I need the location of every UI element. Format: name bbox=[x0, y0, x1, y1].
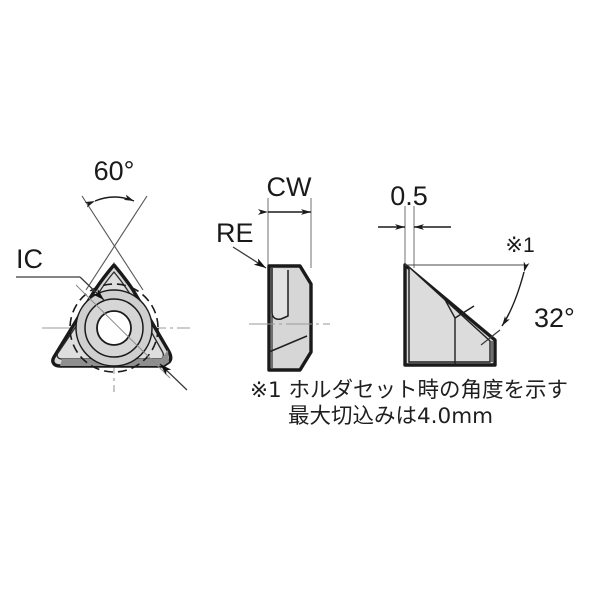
angle-dimension-60 bbox=[84, 194, 135, 208]
re-leader bbox=[232, 246, 267, 269]
note-line-1: ※1 ホルダセット時の角度を示す bbox=[250, 378, 568, 403]
side-facet-line bbox=[268, 335, 308, 353]
ic-label: IC bbox=[16, 244, 43, 274]
angle-60-label: 60° bbox=[94, 156, 135, 186]
angle-32-label: 32° bbox=[534, 303, 575, 333]
end-facet-line-a bbox=[442, 295, 456, 319]
cw-label: CW bbox=[267, 172, 312, 202]
ic-leader bbox=[16, 276, 105, 301]
re-label: RE bbox=[216, 218, 254, 248]
top-view-group: 60° IC bbox=[16, 156, 190, 392]
corner-radius-leader-top-view bbox=[159, 363, 188, 391]
angle-32-arc bbox=[501, 261, 530, 327]
note-line-2: 最大切込みは4.0mm bbox=[288, 404, 493, 429]
angle-32-leader bbox=[480, 329, 501, 346]
inscribed-circle-dashed bbox=[69, 283, 159, 373]
diagonal-construction-line bbox=[75, 284, 171, 379]
note-ref-label: ※1 bbox=[505, 234, 534, 257]
angle-construction-lines bbox=[81, 195, 148, 291]
mounting-hole bbox=[96, 310, 132, 346]
notes-group: ※1 ホルダセット時の角度を示す 最大切込みは4.0mm bbox=[250, 378, 568, 429]
insert-body-side bbox=[267, 264, 313, 372]
side-view-group: CW RE bbox=[216, 172, 330, 372]
insert-body-end bbox=[403, 263, 497, 367]
end-facet-line-b bbox=[454, 305, 475, 319]
end-view-group: 0.5 ※1 32° bbox=[378, 181, 575, 367]
land-width-label: 0.5 bbox=[390, 181, 428, 211]
